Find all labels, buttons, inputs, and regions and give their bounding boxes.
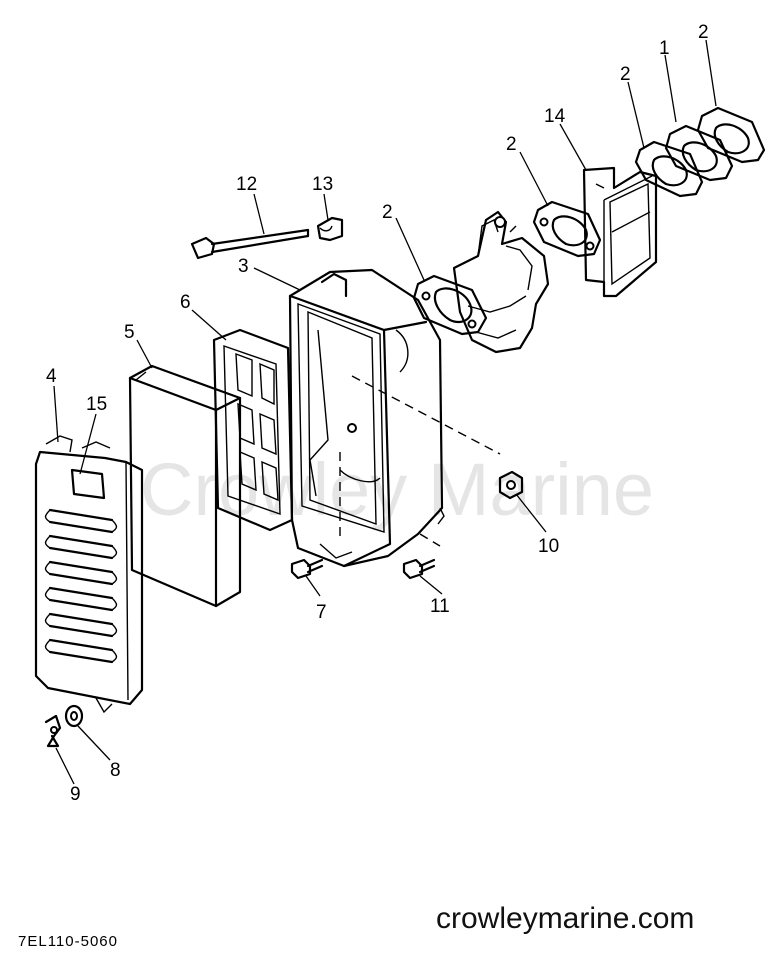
watermark-url: crowleymarine.com bbox=[436, 902, 694, 935]
air-cleaner-case[interactable] bbox=[288, 268, 445, 568]
nut[interactable] bbox=[498, 470, 524, 500]
assembly-lines bbox=[339, 375, 501, 547]
callout-2: 2 bbox=[506, 134, 517, 155]
callout-2: 2 bbox=[620, 64, 631, 85]
watermark-text: Crowley Marine bbox=[140, 448, 654, 531]
callout-12: 12 bbox=[236, 174, 257, 195]
callout-13: 13 bbox=[312, 174, 333, 195]
leader-lines bbox=[53, 39, 717, 785]
air-cleaner-cover[interactable] bbox=[34, 435, 144, 714]
callout-15: 15 bbox=[86, 394, 107, 415]
callout-8: 8 bbox=[110, 760, 121, 781]
callout-10: 10 bbox=[538, 536, 559, 557]
gasket-right-b[interactable] bbox=[696, 106, 766, 164]
bolt-11[interactable] bbox=[402, 558, 436, 580]
callout-2: 2 bbox=[382, 202, 393, 223]
callout-11: 11 bbox=[430, 596, 450, 617]
callout-3: 3 bbox=[238, 256, 249, 277]
cap[interactable] bbox=[316, 216, 344, 242]
callout-7: 7 bbox=[316, 602, 327, 623]
washer[interactable] bbox=[64, 704, 84, 728]
gasket-middle[interactable] bbox=[532, 200, 602, 258]
callout-6: 6 bbox=[180, 292, 191, 313]
callout-labels: 1 2 2 2 2 3 4 5 6 7 8 9 10 11 12 13 14 1… bbox=[46, 22, 709, 805]
callout-14: 14 bbox=[544, 106, 566, 127]
insulator-plate[interactable] bbox=[582, 166, 658, 298]
callout-4: 4 bbox=[46, 366, 57, 387]
wing-nut[interactable] bbox=[44, 714, 62, 748]
callout-5: 5 bbox=[124, 322, 135, 343]
cover-louvers bbox=[44, 508, 118, 664]
diagram-code: 7EL110-5060 bbox=[18, 933, 118, 950]
filter-frame[interactable] bbox=[212, 328, 294, 532]
callout-9: 9 bbox=[70, 784, 81, 805]
gasket-right-a[interactable] bbox=[634, 140, 704, 198]
callout-1: 1 bbox=[659, 38, 670, 59]
bolt-7[interactable] bbox=[290, 558, 324, 580]
callout-2: 2 bbox=[698, 22, 709, 43]
long-bolt[interactable] bbox=[190, 228, 310, 260]
carburetor[interactable] bbox=[452, 210, 550, 354]
gasket-left[interactable] bbox=[412, 274, 488, 336]
